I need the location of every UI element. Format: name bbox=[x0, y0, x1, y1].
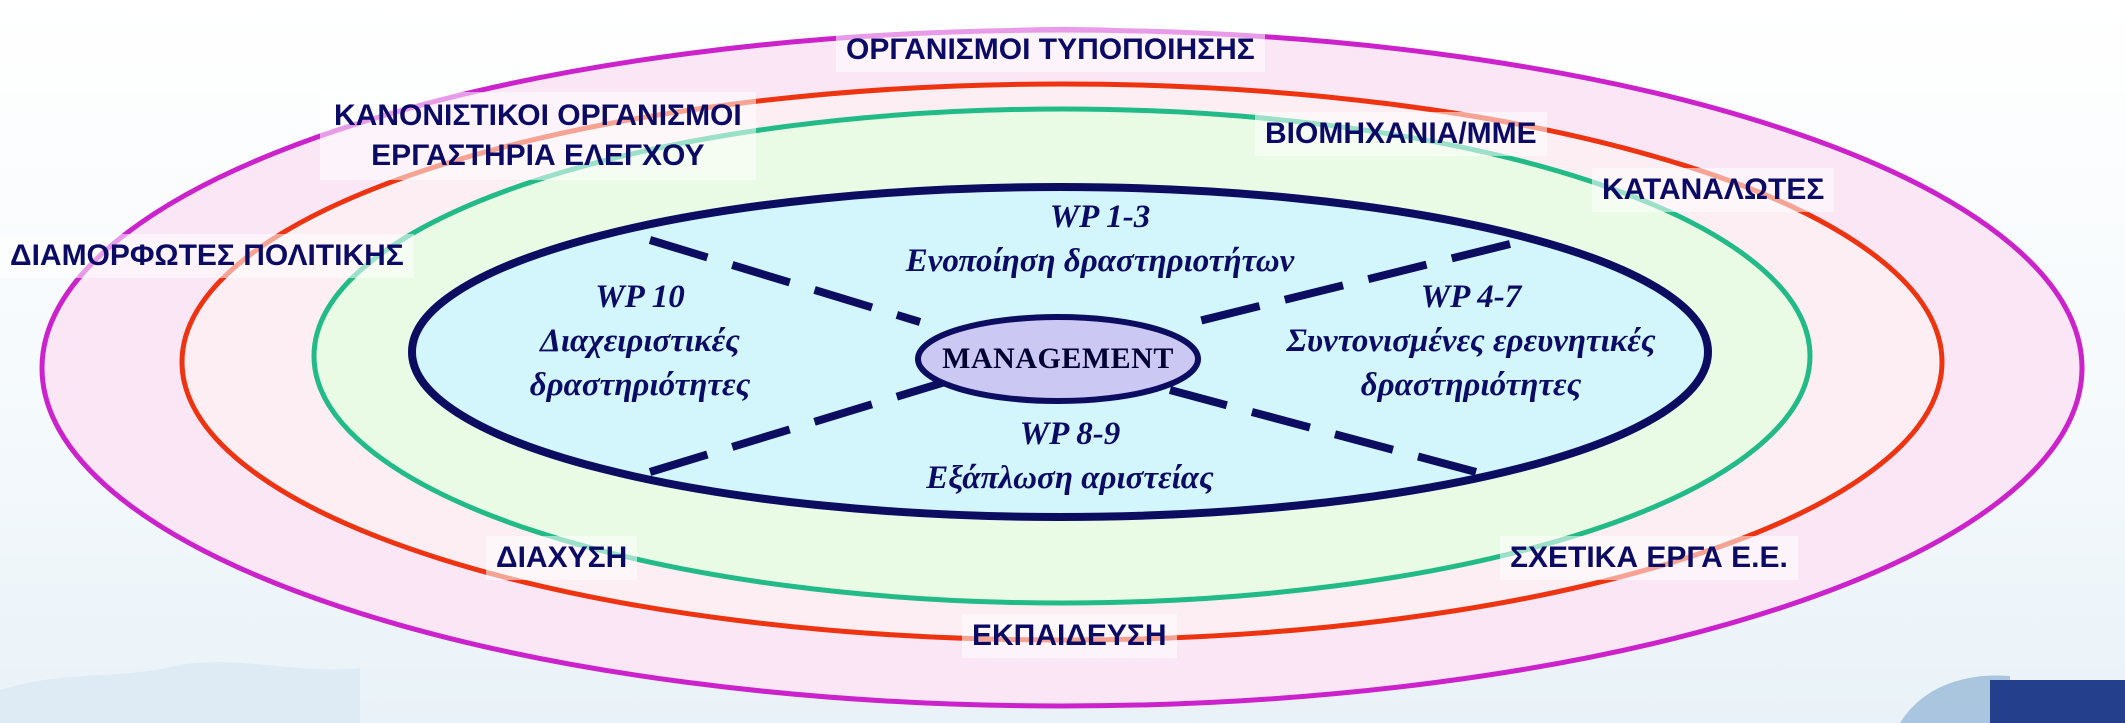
wp-8-9-title: Εξάπλωση αριστείας bbox=[926, 460, 1214, 496]
management-label: MANAGEMENT bbox=[942, 342, 1174, 375]
divider-upper-right bbox=[1194, 240, 1511, 326]
wp-1-3-code: WP 1-3 bbox=[1049, 199, 1151, 235]
logo-block-decoration bbox=[1990, 680, 2125, 723]
wp-4-7-code: WP 4-7 bbox=[1420, 279, 1522, 315]
education-label: ΕΚΠΑΙΔΕΥΣΗ bbox=[962, 614, 1177, 658]
regulatory-bodies-label: ΚΑΝΟΝΙΣΤΙΚΟΙ ΟΡΓΑΝΙΣΜΟΙ ΕΡΓΑΣΤΗΡΙΑ ΕΛΕΓΧ… bbox=[320, 92, 756, 180]
wp-4-7-title-line1: Συντονισμένες ερευνητικές bbox=[1286, 323, 1656, 359]
wp-10-block: WP 10 Διαχειριστικές δραστηριότητες bbox=[480, 275, 800, 407]
wp-10-code: WP 10 bbox=[595, 279, 685, 315]
related-eu-projects-label: ΣΧΕΤΙΚΑ ΕΡΓΑ Ε.Ε. bbox=[1500, 536, 1798, 580]
industry-sme-label: ΒΙΟΜΗΧΑΝΙΑ/ΜΜΕ bbox=[1255, 112, 1547, 156]
world-map-decoration bbox=[0, 662, 360, 723]
testing-labs-line: ΕΡΓΑΣΤΗΡΙΑ ΕΛΕΓΧΟΥ bbox=[371, 139, 705, 172]
wp-1-3-block: WP 1-3 Ενοποίηση δραστηριοτήτων bbox=[860, 195, 1340, 283]
wp-4-7-title-line2: δραστηριότητες bbox=[1360, 367, 1582, 403]
dissemination-label: ΔΙΑΧΥΣΗ bbox=[486, 536, 638, 580]
consumers-label: ΚΑΤΑΝΑΛΩΤΕΣ bbox=[1592, 168, 1835, 212]
policy-makers-label: ΔΙΑΜΟΡΦΩΤΕΣ ΠΟΛΙΤΙΚΗΣ bbox=[0, 234, 414, 278]
divider-lower-right bbox=[1168, 386, 1478, 476]
logo-swoosh-decoration bbox=[1900, 675, 2010, 723]
regulatory-bodies-line: ΚΑΝΟΝΙΣΤΙΚΟΙ ΟΡΓΑΝΙΣΜΟΙ bbox=[334, 99, 742, 132]
divider-lower-left bbox=[648, 378, 947, 476]
wp-8-9-block: WP 8-9 Εξάπλωση αριστείας bbox=[860, 412, 1280, 500]
divider-upper-left bbox=[648, 236, 922, 326]
management-hub bbox=[915, 314, 1201, 404]
standardization-bodies-label: ΟΡΓΑΝΙΣΜΟΙ ΤΥΠΟΠΟΙΗΣΗΣ bbox=[836, 28, 1265, 72]
wp-1-3-title: Ενοποίηση δραστηριοτήτων bbox=[905, 243, 1295, 279]
wp-4-7-block: WP 4-7 Συντονισμένες ερευνητικές δραστηρ… bbox=[1236, 275, 1706, 407]
wp-10-title-line2: δραστηριότητες bbox=[529, 367, 751, 403]
wp-8-9-code: WP 8-9 bbox=[1019, 416, 1121, 452]
wp-10-title-line1: Διαχειριστικές bbox=[540, 323, 740, 359]
